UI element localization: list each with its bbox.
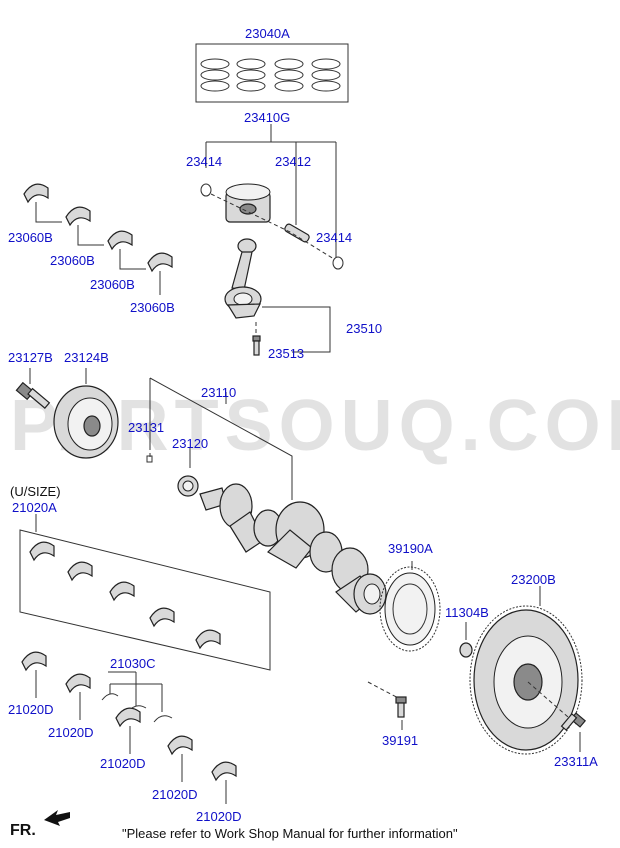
label-23060B-1[interactable]: 23060B	[8, 230, 53, 245]
label-23410G[interactable]: 23410G	[244, 110, 291, 125]
key-icon	[146, 455, 153, 463]
label-23412[interactable]: 23412	[275, 154, 312, 169]
label-21020D-4[interactable]: 21020D	[152, 787, 198, 802]
piston-ring-set-icon	[195, 43, 349, 103]
label-23311A[interactable]: 23311A	[554, 754, 598, 769]
label-23414-right[interactable]: 23414	[316, 230, 353, 245]
undersize-label: (U/SIZE)	[10, 484, 61, 499]
pulley-bolt-icon	[15, 381, 51, 409]
crankshaft-icon	[199, 483, 387, 615]
label-21020D-1[interactable]: 21020D	[8, 702, 54, 717]
pin-axis-line	[210, 193, 335, 260]
label-23110[interactable]: 23110	[201, 385, 237, 400]
workshop-note: "Please refer to Work Shop Manual for fu…	[122, 826, 458, 841]
label-21020D-5[interactable]: 21020D	[196, 809, 242, 824]
label-23414-left[interactable]: 23414	[186, 154, 223, 169]
lower-main-bearing-icons	[21, 651, 237, 804]
piston-icon	[225, 183, 271, 223]
label-39191[interactable]: 39191	[382, 733, 419, 748]
sprocket-icon	[177, 475, 199, 497]
front-arrow-icon	[44, 810, 70, 826]
flywheel-bolt-axis	[527, 681, 577, 725]
label-23127B[interactable]: 23127B	[8, 350, 53, 365]
label-23060B-2[interactable]: 23060B	[50, 253, 95, 268]
crankshaft-pulley-icon	[53, 385, 119, 459]
connecting-rod-icon	[224, 238, 262, 319]
plug-icon	[459, 642, 473, 658]
pulley-leader	[29, 368, 87, 384]
con-rod-bearing-icons	[23, 183, 173, 295]
flywheel-bolt-icon	[560, 712, 587, 731]
label-23060B-4[interactable]: 23060B	[130, 300, 175, 315]
piston-bracket-lines	[205, 124, 337, 258]
label-23124B[interactable]: 23124B	[64, 350, 109, 365]
label-23060B-3[interactable]: 23060B	[90, 277, 135, 292]
label-23131[interactable]: 23131	[128, 420, 165, 435]
flywheel-icon	[469, 605, 583, 755]
label-39190A[interactable]: 39190A	[388, 541, 433, 556]
label-23513[interactable]: 23513	[268, 346, 305, 361]
ring-gear-icon	[379, 566, 441, 652]
conrod-bracket	[262, 306, 331, 353]
circlip-icons	[200, 183, 344, 270]
front-indicator: FR.	[10, 822, 36, 839]
main-bearing-set-icon	[19, 529, 271, 671]
label-21030C[interactable]: 21030C	[110, 656, 156, 671]
label-21020D-3[interactable]: 21020D	[100, 756, 146, 771]
ring-gear-bolt-icon	[395, 696, 407, 718]
label-11304B[interactable]: 11304B	[445, 605, 489, 620]
label-21020D-2[interactable]: 21020D	[48, 725, 94, 740]
label-23120[interactable]: 23120	[172, 436, 209, 451]
conrod-bolt-icon	[252, 335, 261, 356]
label-23510[interactable]: 23510	[346, 321, 383, 336]
label-23200B[interactable]: 23200B	[511, 572, 556, 587]
thrust-washer-bracket	[108, 671, 163, 712]
label-23040A[interactable]: 23040A	[245, 26, 290, 41]
piston-pin-icon	[284, 223, 310, 243]
crankshaft-bracket	[149, 377, 293, 500]
label-21020A[interactable]: 21020A	[12, 500, 57, 515]
